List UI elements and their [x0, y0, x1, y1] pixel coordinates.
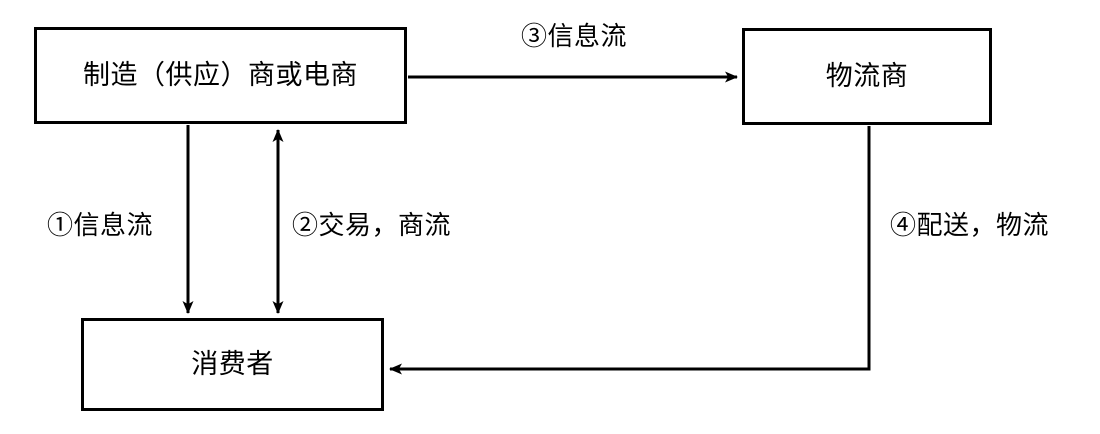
node-supplier[interactable]: 制造（供应）商或电商: [34, 27, 407, 124]
edge-label-flow-3: ③信息流: [521, 22, 628, 51]
edge-label-flow-4: ④配送，物流: [890, 211, 1050, 240]
node-logistics[interactable]: 物流商: [742, 28, 992, 125]
node-consumer[interactable]: 消费者: [81, 318, 384, 411]
edge-label-flow-2: ②交易，商流: [292, 211, 452, 240]
node-logistics-label: 物流商: [825, 60, 909, 91]
node-supplier-label: 制造（供应）商或电商: [83, 59, 358, 90]
connector-flow-4: [389, 126, 871, 375]
node-consumer-label: 消费者: [191, 348, 274, 379]
edge-label-flow-1: ①信息流: [47, 211, 154, 240]
